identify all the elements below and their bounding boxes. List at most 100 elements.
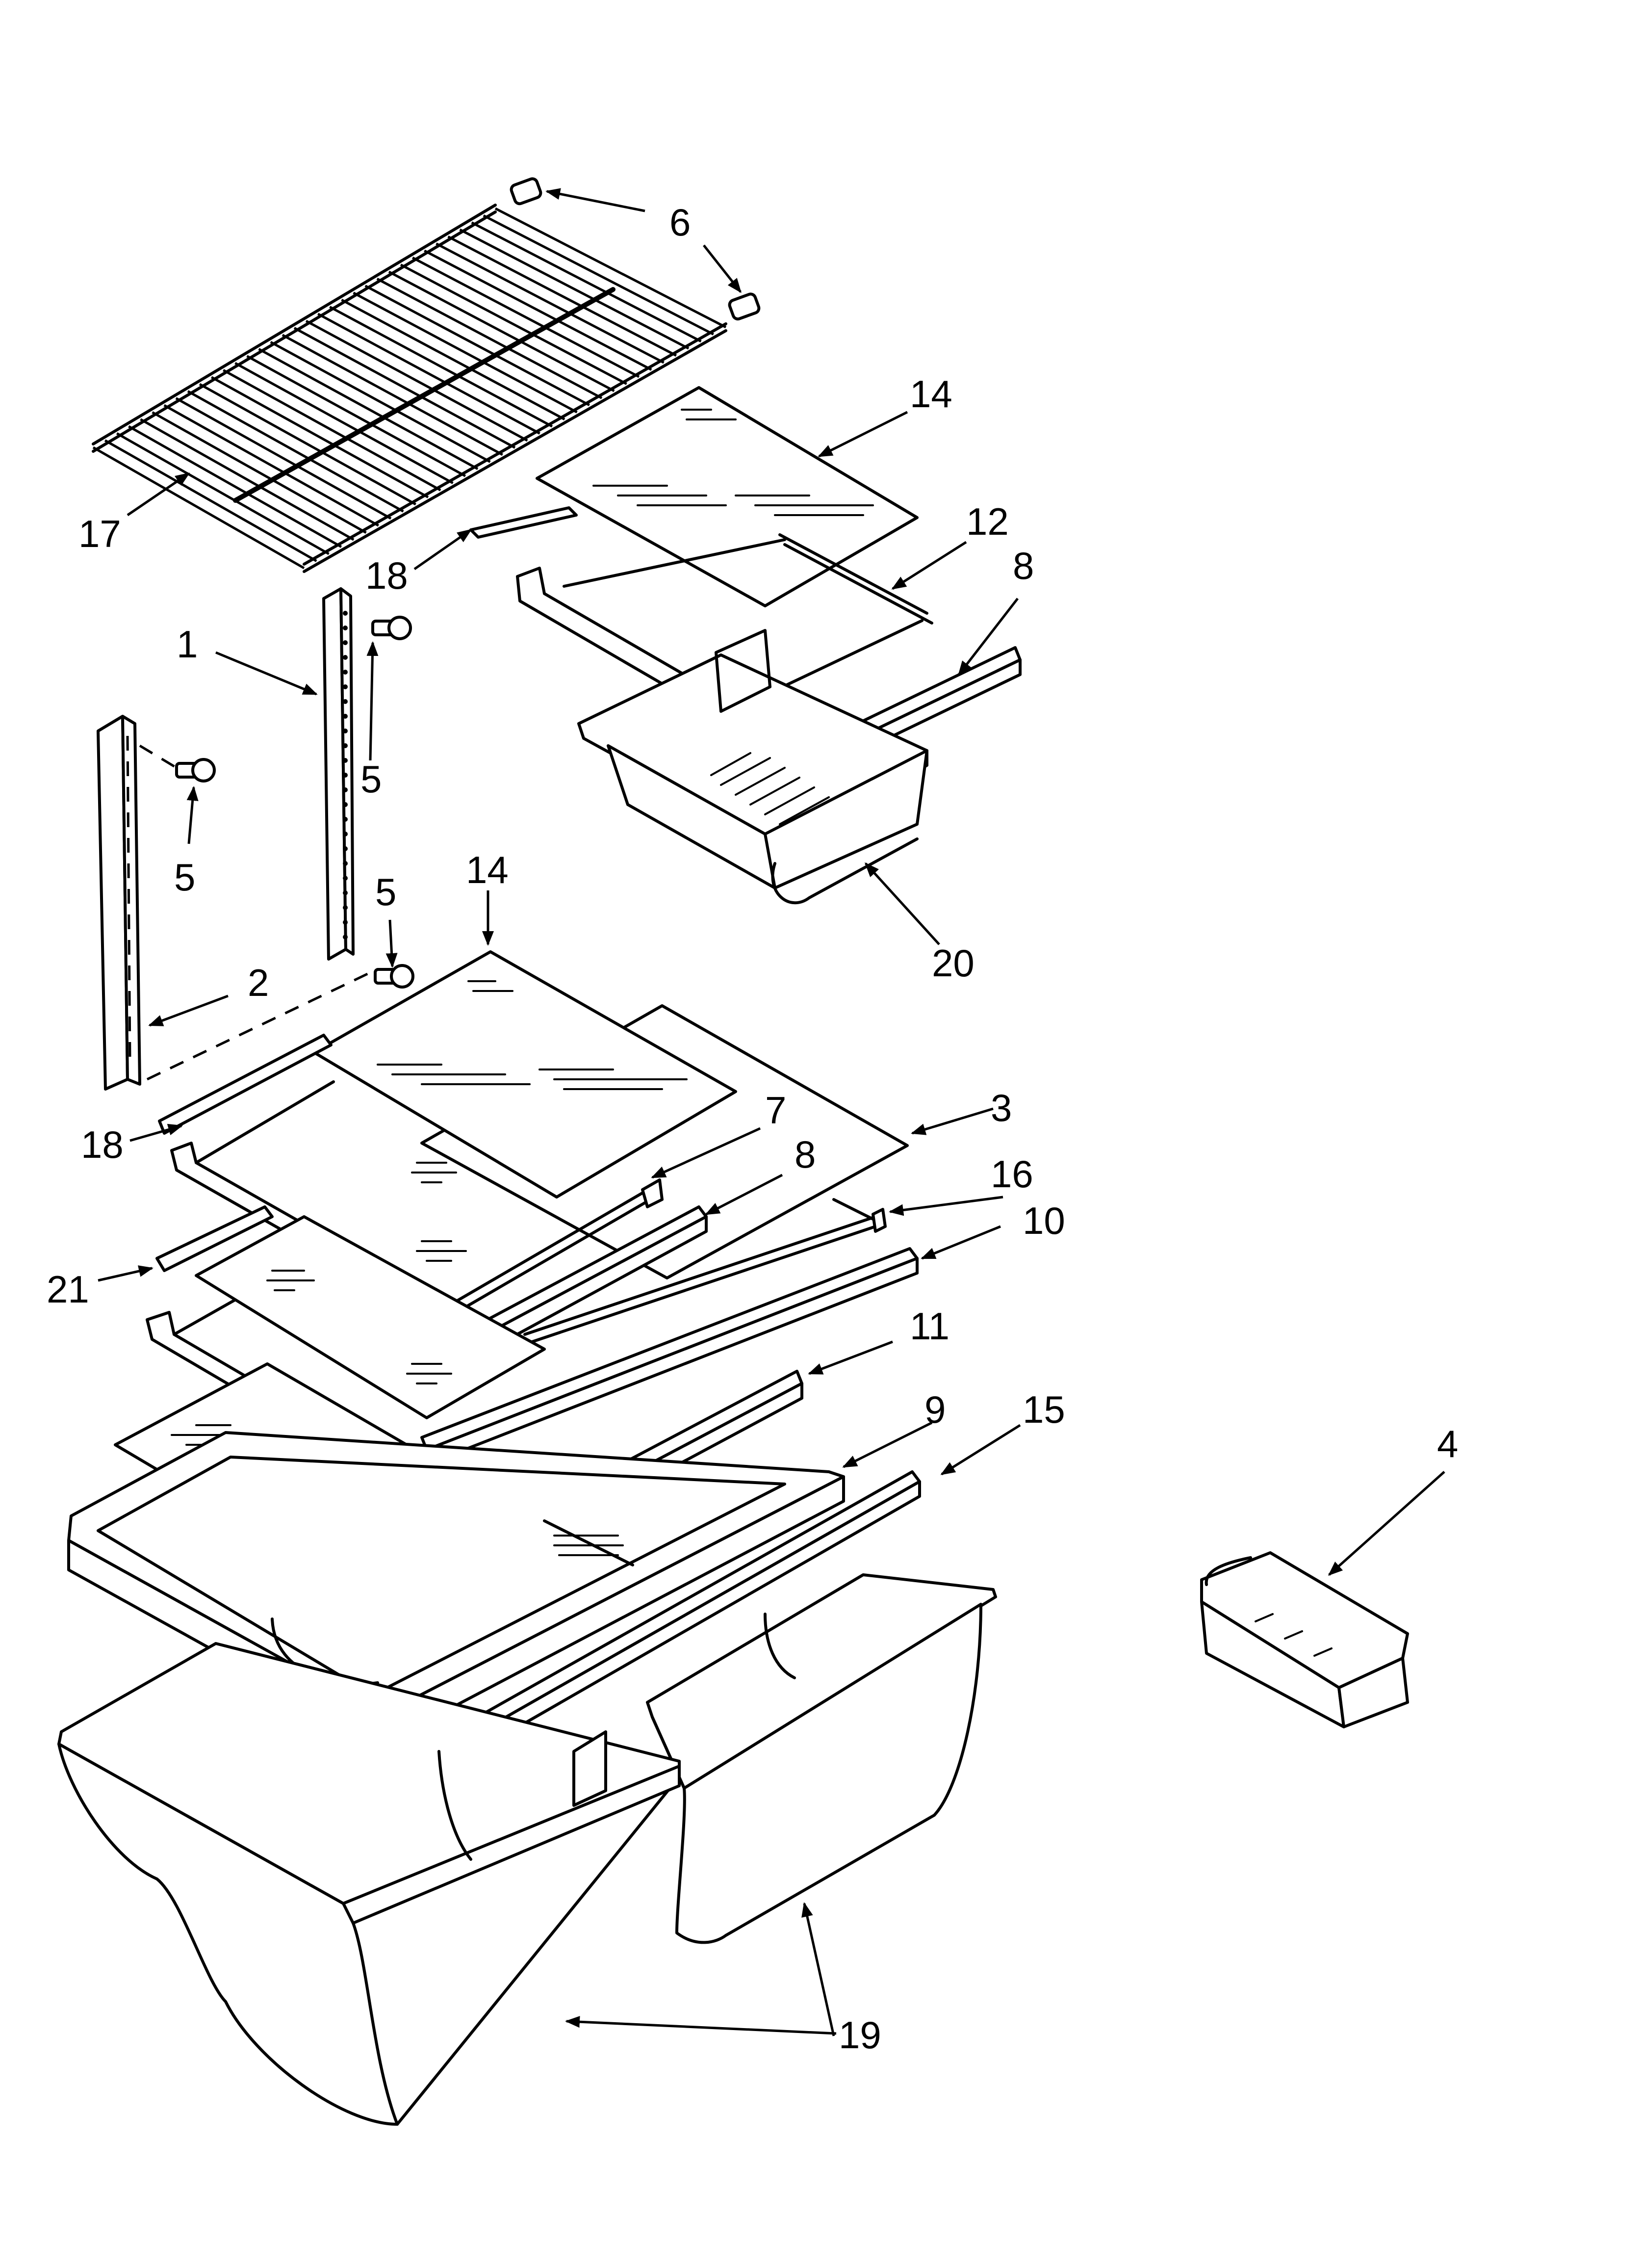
channel-hole xyxy=(343,861,348,866)
callout-11: 11 xyxy=(910,1304,949,1348)
callout-18: 18 xyxy=(81,1123,124,1166)
channel-hole xyxy=(343,890,348,895)
callout-16: 16 xyxy=(991,1152,1033,1196)
wire-rod xyxy=(400,263,627,385)
leader-arrows xyxy=(98,188,1445,2036)
wire-rod xyxy=(341,299,565,420)
callout-17: 17 xyxy=(78,512,121,555)
channel-hole xyxy=(343,817,348,822)
wire-rod xyxy=(104,439,317,562)
channel-hole xyxy=(343,611,348,616)
wire-rod xyxy=(305,319,528,442)
channel-hole xyxy=(343,684,348,689)
glass-shelf-part-14-lower xyxy=(312,950,737,1199)
glass-shelf-part-14-upper xyxy=(536,386,919,607)
wire-rod xyxy=(364,285,590,407)
callout-1: 1 xyxy=(177,623,198,666)
channel-hole xyxy=(343,773,348,778)
callout-5: 5 xyxy=(375,870,396,913)
wire-rod xyxy=(128,425,342,548)
wire-rod xyxy=(317,313,540,435)
crisper-cover-part-9 xyxy=(67,1431,845,1746)
callout-19: 19 xyxy=(839,2013,881,2057)
channel-hole xyxy=(343,832,348,836)
channel-hole xyxy=(343,743,348,748)
support-channel-part-1 xyxy=(322,587,355,961)
channel-hole xyxy=(343,626,348,630)
channel-hole xyxy=(343,758,348,763)
callout-8: 8 xyxy=(1013,544,1034,587)
wire-rod xyxy=(459,228,690,350)
channel-hole xyxy=(343,905,348,910)
wire-rod xyxy=(187,390,404,513)
wire-rod xyxy=(152,411,367,534)
shelf-pin-part-6 xyxy=(510,177,761,321)
callout-2: 2 xyxy=(248,961,269,1004)
callout-20: 20 xyxy=(932,941,975,985)
wire-rod xyxy=(412,257,640,378)
callout-4: 4 xyxy=(1437,1422,1458,1465)
callout-10: 10 xyxy=(1023,1199,1065,1242)
wire-rod xyxy=(223,369,441,492)
channel-hole xyxy=(343,920,348,925)
callout-5: 5 xyxy=(360,757,382,801)
wire-rod xyxy=(270,340,491,463)
callout-8: 8 xyxy=(795,1133,816,1176)
channel-hole xyxy=(343,670,348,675)
trim-part-16 xyxy=(523,1198,887,1346)
wire-rod xyxy=(175,397,392,520)
crisper-drawer-part-19 xyxy=(57,1573,997,2126)
wire-rod xyxy=(424,249,652,371)
shelf-frame-lower xyxy=(146,1215,546,1515)
channel-hole xyxy=(343,640,348,645)
channel-hole xyxy=(343,876,348,881)
channel-hole xyxy=(343,846,348,851)
callout-6: 6 xyxy=(669,201,691,244)
wire-rod xyxy=(293,327,516,449)
channel-hole xyxy=(343,802,348,807)
wire-rod xyxy=(140,418,355,541)
channel-hole xyxy=(343,935,348,939)
screw-part-5 xyxy=(139,616,414,989)
callout-14: 14 xyxy=(466,848,509,891)
wire-rod xyxy=(483,214,714,336)
callout-21: 21 xyxy=(47,1268,89,1311)
callout-14: 14 xyxy=(910,372,952,416)
part-callouts: 6 14 17 12 18 8 1 5 5 5 20 14 2 7 3 18 8… xyxy=(47,201,1458,2057)
support-channel-part-2 xyxy=(97,715,374,1091)
wire-rod xyxy=(258,348,479,470)
callout-5: 5 xyxy=(174,856,195,899)
channel-hole xyxy=(343,787,348,792)
channel-hole xyxy=(343,714,348,719)
drawer-part-20 xyxy=(577,629,928,905)
wire-rod xyxy=(92,446,305,570)
door-bin-part-4 xyxy=(1200,1551,1409,1728)
wire-rod xyxy=(376,278,603,399)
callout-3: 3 xyxy=(991,1086,1012,1129)
wire-rod xyxy=(199,383,416,506)
callout-7: 7 xyxy=(765,1089,786,1132)
wire-rod xyxy=(447,235,677,357)
wire-rod xyxy=(388,270,615,392)
cover-part-8-lower xyxy=(477,1205,708,1353)
channel-hole xyxy=(343,729,348,733)
wire-shelf-part-17 xyxy=(92,204,727,573)
wire-rod xyxy=(436,242,665,364)
wire-rod xyxy=(494,207,727,329)
rail-part-18-upper xyxy=(469,506,578,539)
rail-part-18-lower xyxy=(158,1034,333,1135)
channel-hole xyxy=(343,655,348,660)
wire-rod xyxy=(282,334,503,456)
wire-rod xyxy=(471,221,702,343)
rail-part-21 xyxy=(155,1205,274,1272)
wire-rod xyxy=(210,376,429,498)
channel-hole xyxy=(343,699,348,704)
callout-18: 18 xyxy=(365,554,408,597)
wire-rod xyxy=(246,355,466,477)
callout-12: 12 xyxy=(966,500,1009,543)
wire-rod xyxy=(234,362,454,484)
callout-15: 15 xyxy=(1023,1388,1065,1431)
callout-9: 9 xyxy=(924,1388,946,1431)
wire-rod xyxy=(116,432,330,555)
